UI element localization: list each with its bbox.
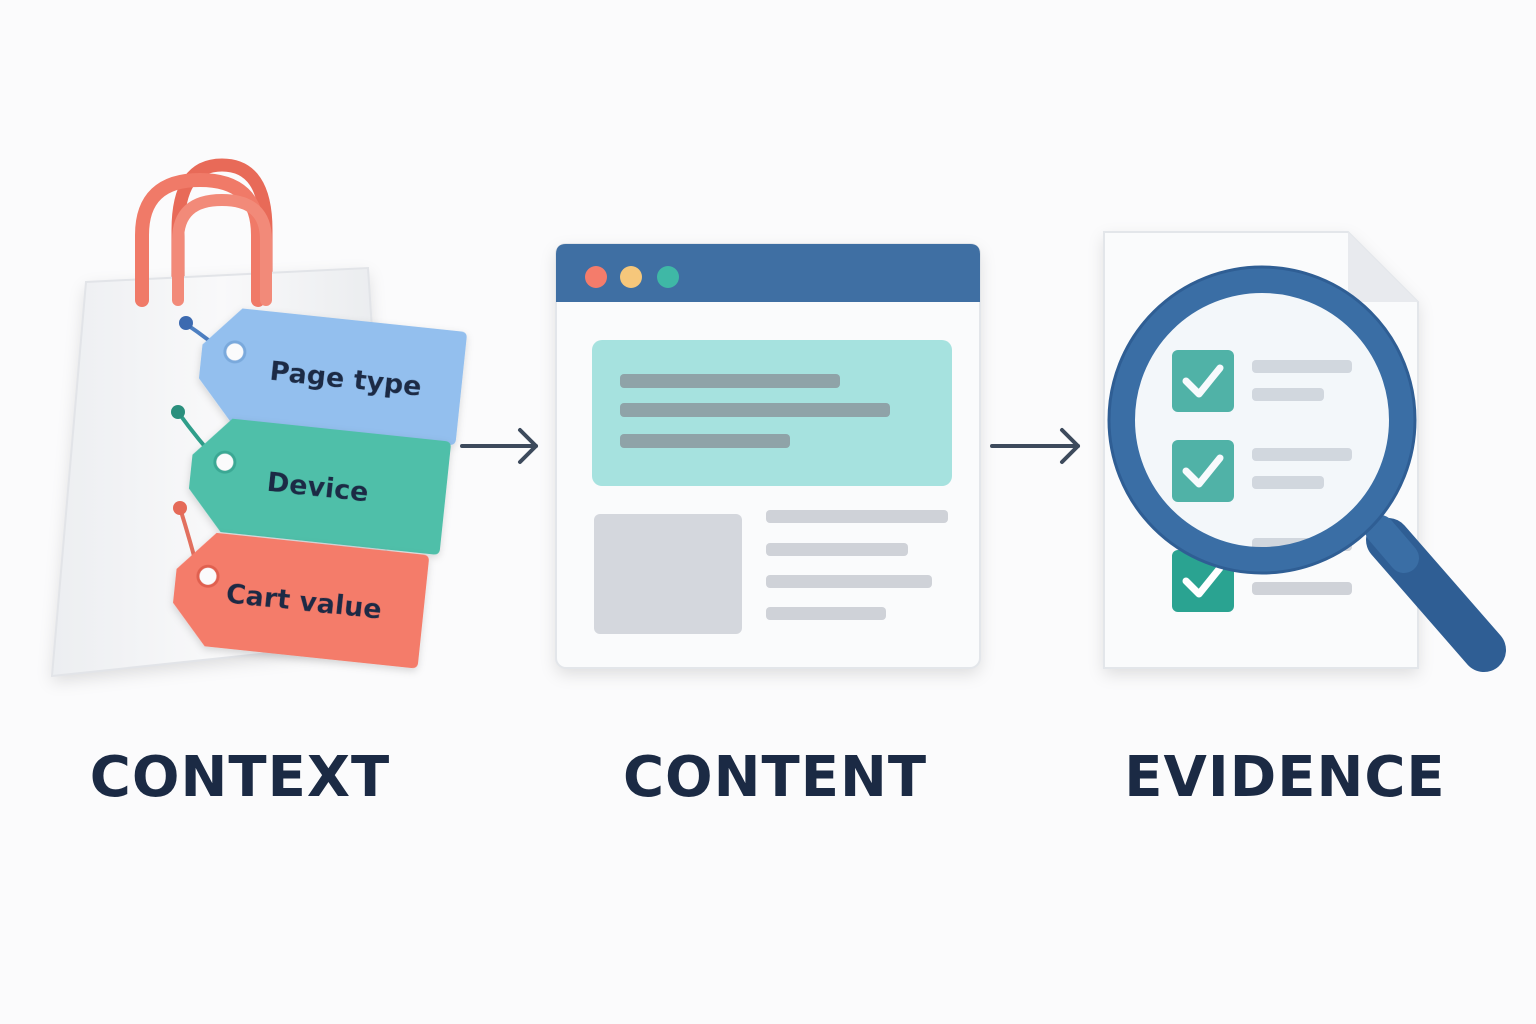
- magnifier-icon: [1107, 265, 1506, 672]
- arrow-right-icon: [990, 428, 1080, 464]
- caption-context: CONTEXT: [89, 745, 391, 810]
- tag-page-type: Page type: [198, 308, 467, 445]
- window-dot-red: [585, 266, 607, 288]
- image-placeholder: [594, 514, 742, 634]
- window-dot-yellow: [620, 266, 642, 288]
- tag-cart-value: Cart value: [173, 532, 429, 669]
- arrow-right-icon: [460, 428, 538, 464]
- tag-device: Device: [188, 418, 451, 555]
- checkbox-icon: [1172, 350, 1234, 412]
- checkbox-icon: [1172, 440, 1234, 502]
- caption-content: CONTENT: [622, 745, 928, 810]
- caption-evidence: EVIDENCE: [1124, 745, 1446, 810]
- browser-window-icon: [555, 243, 981, 669]
- window-dot-teal: [657, 266, 679, 288]
- checklist-magnifier-icon: [1103, 231, 1506, 672]
